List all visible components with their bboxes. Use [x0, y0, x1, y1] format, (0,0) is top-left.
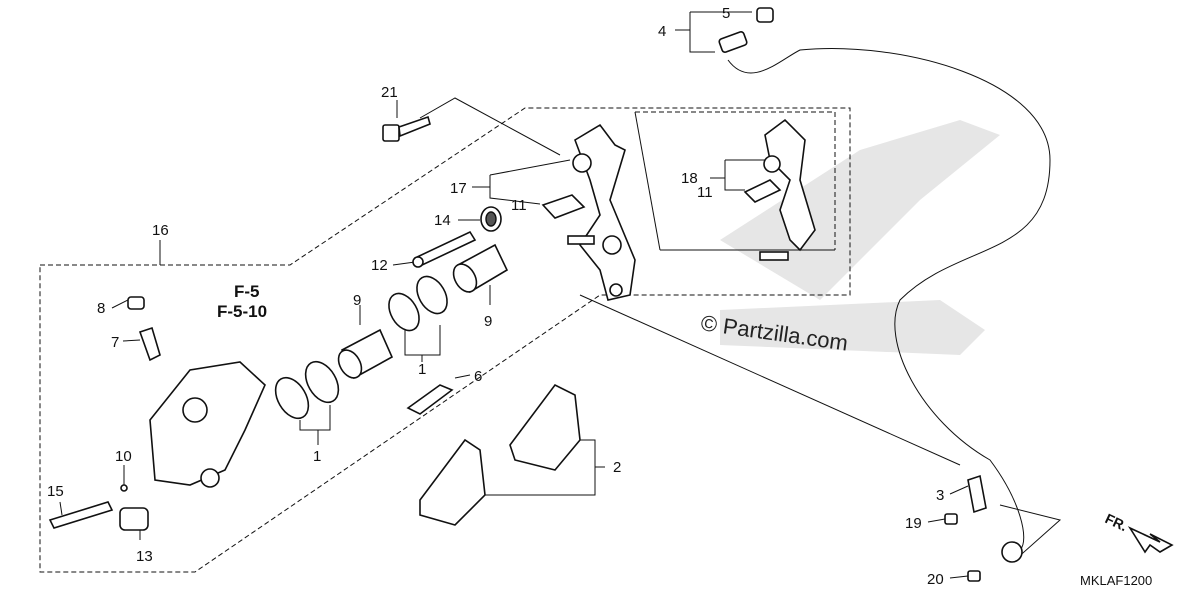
callout-labels: 21 16 5 4 17 11 18 11 14 12 9 9 8 7 1 6 … [47, 5, 944, 588]
boot-14 [480, 206, 502, 232]
pad-spring-6 [406, 384, 454, 415]
stay-3 [967, 474, 987, 514]
reference-f5-10: F-5-10 [217, 302, 267, 321]
callout-6: 6 [474, 368, 482, 385]
front-indicator-label: FR. [1103, 510, 1130, 534]
callout-21: 21 [381, 84, 398, 101]
bolt-20 [967, 570, 981, 582]
callout-19: 19 [905, 515, 922, 532]
cap-8 [127, 296, 145, 310]
brake-pads-2 [419, 383, 581, 526]
callout-1-b: 1 [313, 448, 321, 465]
pin-12 [412, 230, 477, 268]
caliper-assembly-outline [39, 107, 851, 573]
callout-13: 13 [136, 548, 153, 565]
plug-13 [119, 507, 149, 531]
callout-2: 2 [613, 459, 621, 476]
callout-17: 17 [450, 180, 467, 197]
callout-12: 12 [371, 257, 388, 274]
callout-15: 15 [47, 483, 64, 500]
reference-f5: F-5 [234, 282, 260, 301]
caliper-bracket-18 [759, 118, 816, 261]
front-arrow: FR. [1103, 510, 1174, 554]
bleeder-7 [138, 326, 161, 362]
background-wing-watermark [720, 120, 1000, 355]
caliper-bracket-17 [567, 123, 636, 301]
washer-10 [120, 484, 128, 492]
callout-5: 5 [722, 5, 730, 22]
callout-1-a: 1 [418, 361, 426, 378]
seals-1-upper [388, 275, 448, 332]
callout-3: 3 [936, 487, 944, 504]
piston-9-lower [337, 328, 394, 380]
callout-11-a: 11 [511, 197, 527, 214]
bolt-21 [382, 115, 431, 142]
callout-18: 18 [681, 170, 698, 187]
pad-spring-11b [743, 179, 782, 203]
callout-9-b: 9 [484, 313, 492, 330]
seals-1-lower [274, 360, 340, 420]
diagram-code: MKLAF1200 [1080, 573, 1152, 588]
callout-9-a: 9 [353, 292, 361, 309]
pin-bolt-15 [48, 501, 114, 529]
piston-9-upper [452, 243, 509, 294]
callout-8: 8 [97, 300, 105, 317]
pad-spring-11a [541, 194, 586, 219]
caliper-body [149, 361, 266, 488]
callout-7: 7 [111, 334, 119, 351]
callout-4: 4 [658, 23, 666, 40]
sensor-cable [718, 7, 1051, 551]
callout-20: 20 [927, 571, 944, 588]
callout-14: 14 [434, 212, 451, 229]
bolt-19 [944, 513, 958, 525]
leader-lines [59, 11, 1062, 579]
callout-10: 10 [115, 448, 132, 465]
callout-11-b: 11 [697, 184, 713, 201]
sensor-head [1001, 541, 1023, 563]
callout-16: 16 [152, 222, 169, 239]
